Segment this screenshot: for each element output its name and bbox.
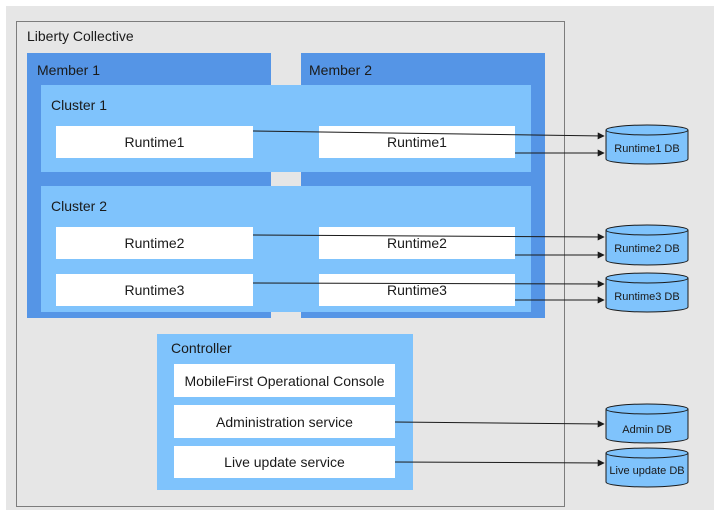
liberty-collective-label: Liberty Collective xyxy=(27,28,134,44)
member2-runtime3-box: Runtime3 xyxy=(319,274,515,306)
arrow-m1-runtime2-to-db xyxy=(252,233,605,241)
live-update-service-box: Live update service xyxy=(174,446,395,478)
member-2-label: Member 2 xyxy=(309,62,373,78)
member1-runtime3-box: Runtime3 xyxy=(56,274,253,306)
member-1-label: Member 1 xyxy=(37,62,101,78)
arrow-live-update-to-db xyxy=(394,459,605,467)
runtime3-db-icon: Runtime3 DB xyxy=(605,272,689,313)
arrow-admin-to-db xyxy=(394,420,605,428)
cluster-1-label: Cluster 1 xyxy=(51,97,108,113)
runtime2-db-label: Runtime2 DB xyxy=(614,243,679,255)
live-update-db-label: Live update DB xyxy=(609,465,684,477)
runtime1-db-label: Runtime1 DB xyxy=(614,143,679,155)
admin-db-icon: Admin DB xyxy=(605,403,689,444)
controller-label: Controller xyxy=(171,340,232,356)
cluster-2-label: Cluster 2 xyxy=(51,198,108,214)
member2-runtime2-box: Runtime2 xyxy=(319,227,515,259)
admin-db-label: Admin DB xyxy=(622,424,672,436)
live-update-db-icon: Live update DB xyxy=(605,447,689,488)
runtime1-db-icon: Runtime1 DB xyxy=(605,124,689,165)
arrow-m1-runtime3-to-db xyxy=(252,280,605,288)
member1-runtime1-box: Runtime1 xyxy=(56,126,253,158)
arrow-m1-runtime1-to-db xyxy=(252,130,605,140)
runtime3-db-label: Runtime3 DB xyxy=(614,291,679,303)
administration-service-box: Administration service xyxy=(174,405,395,438)
member2-runtime1-box: Runtime1 xyxy=(319,126,515,158)
operational-console-box: MobileFirst Operational Console xyxy=(174,364,395,397)
runtime2-db-icon: Runtime2 DB xyxy=(605,224,689,266)
member1-runtime2-box: Runtime2 xyxy=(56,227,253,259)
